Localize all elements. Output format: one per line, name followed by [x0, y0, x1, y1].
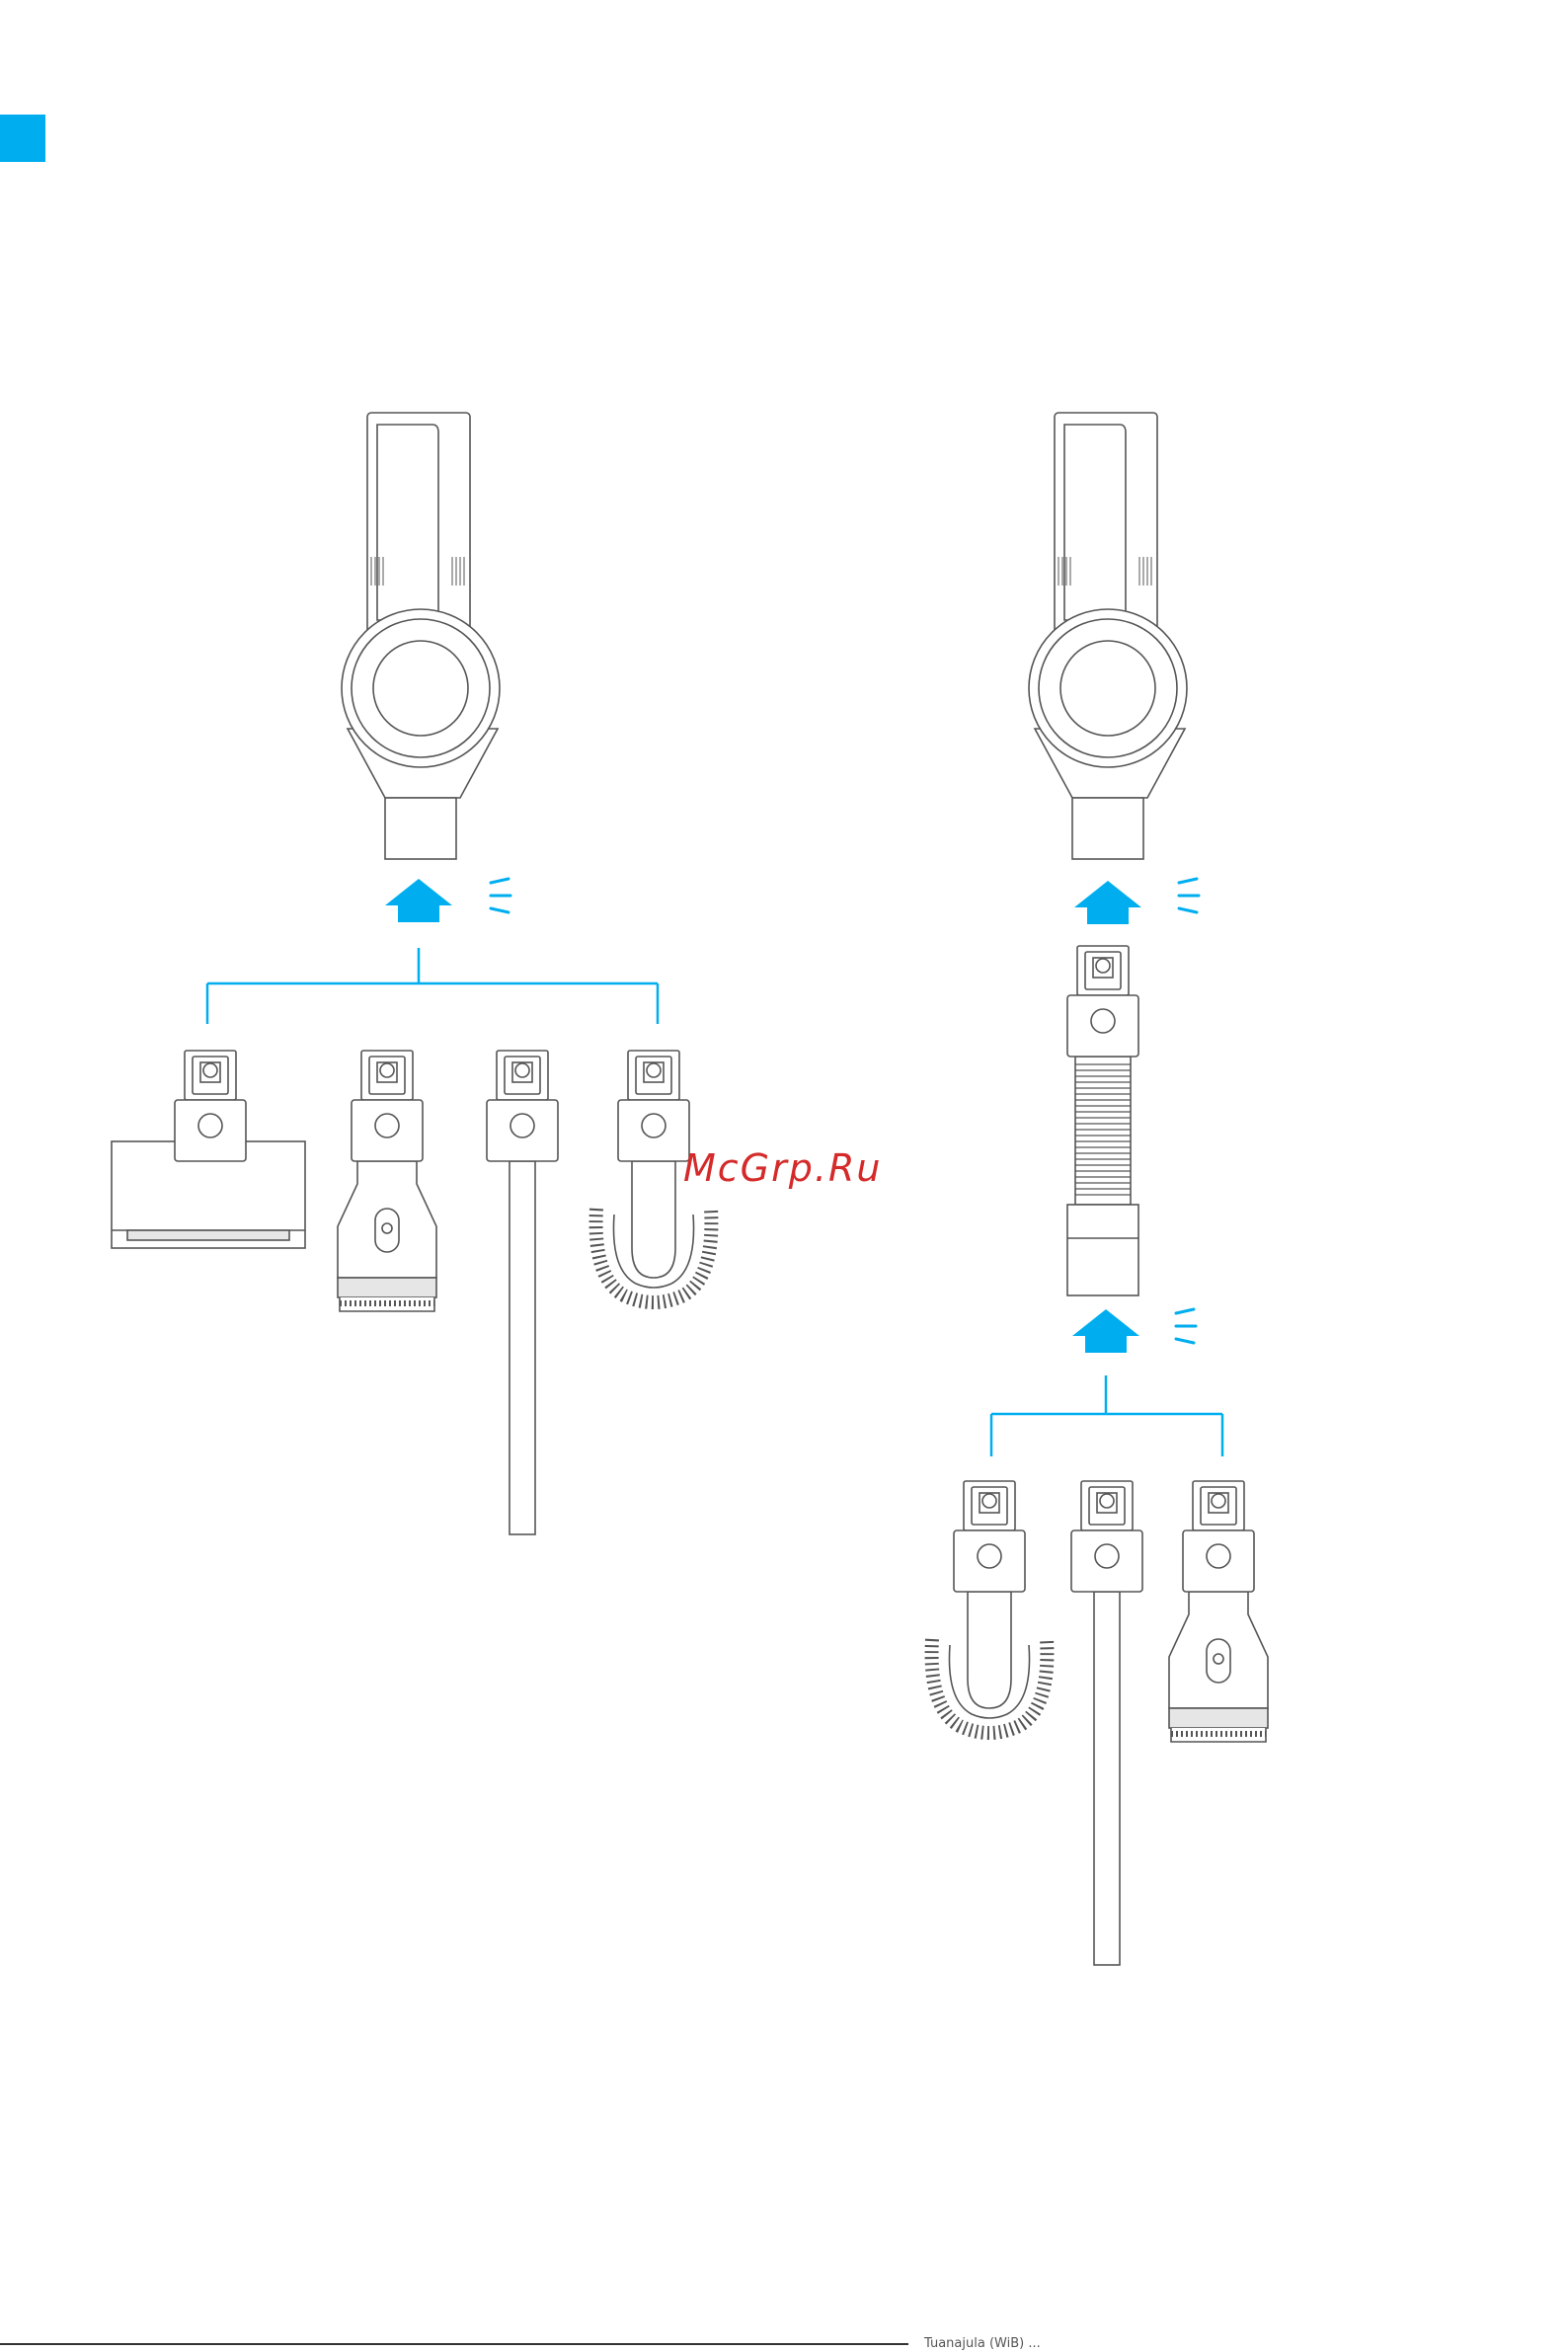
click-sound-icon — [1176, 1309, 1196, 1343]
vacuum-body-right — [1029, 413, 1187, 859]
silicone-brush-right — [932, 1481, 1048, 1733]
up-arrow-icon — [1074, 881, 1141, 924]
dust-brush-attachment-left — [338, 1051, 436, 1311]
crevice-tool-right — [1071, 1481, 1142, 1965]
attachment-bracket-right — [991, 1375, 1222, 1456]
click-sound-icon — [1179, 879, 1199, 912]
vacuum-body-left — [342, 413, 500, 859]
up-arrow-icon — [385, 879, 452, 922]
footer-rule — [0, 2343, 908, 2345]
watermark-text: McGrp.Ru — [683, 1146, 882, 1190]
crevice-tool-left — [487, 1051, 558, 1534]
attachment-bracket-left — [207, 948, 658, 1024]
extension-hose — [1067, 946, 1138, 1295]
dust-brush-attachment-right — [1169, 1481, 1268, 1742]
click-sound-icon — [491, 879, 510, 912]
motorized-mini-brush — [112, 1051, 305, 1248]
footer-text: Tuanajula (WiB) ... — [924, 2336, 1041, 2351]
up-arrow-icon — [1072, 1309, 1139, 1353]
